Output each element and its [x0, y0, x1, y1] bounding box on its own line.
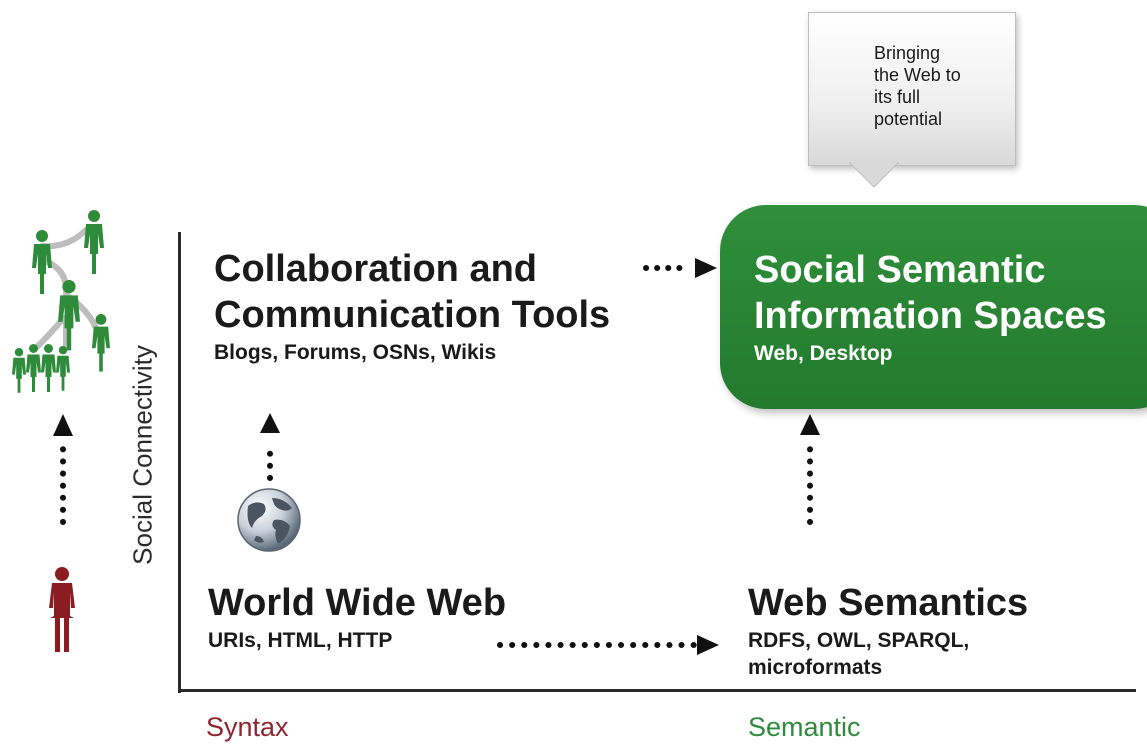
- arrow-collaboration-to-social-semantic: [643, 258, 717, 278]
- x-axis-label-semantic: Semantic: [748, 712, 861, 742]
- node-collaboration-tools: Collaboration and Communication Tools Bl…: [214, 246, 610, 366]
- people-network-icon: [12, 210, 110, 393]
- web-semantics-subtitle-line1: RDFS, OWL, SPARQL,: [748, 629, 970, 652]
- collaboration-title-line2: Communication Tools: [214, 294, 611, 336]
- web-semantics-subtitle-line2: microformats: [748, 656, 883, 679]
- x-axis-label-syntax: Syntax: [206, 712, 289, 742]
- web-semantics-title: Web Semantics: [748, 582, 1029, 624]
- callout-tail: [848, 161, 900, 188]
- arrow-www-to-web-semantics: [497, 635, 719, 655]
- callout-text: Bringing the Web to its full potential: [874, 43, 961, 129]
- node-web-semantics: Web Semantics RDFS, OWL, SPARQL, microfo…: [748, 580, 1028, 681]
- social-semantic-subtitle: Web, Desktop: [754, 342, 893, 365]
- person-icon: [49, 567, 75, 652]
- node-world-wide-web: World Wide Web URIs, HTML, HTTP: [208, 580, 506, 654]
- arrow-www-to-collaboration: [260, 413, 280, 481]
- globe-icon: [237, 488, 301, 552]
- y-axis-line: [178, 232, 181, 693]
- callout-bubble: [808, 12, 1016, 166]
- arrow-individual-to-network: [53, 414, 73, 525]
- collaboration-subtitle: Blogs, Forums, OSNs, Wikis: [214, 341, 497, 364]
- social-semantic-title-line1: Social Semantic: [754, 249, 1046, 291]
- arrow-web-semantics-to-social-semantic: [800, 414, 820, 525]
- www-title: World Wide Web: [208, 582, 507, 624]
- x-axis-line: [178, 689, 1136, 692]
- node-social-semantic-spaces: Social Semantic Information Spaces Web, …: [720, 205, 1147, 409]
- www-subtitle: URIs, HTML, HTTP: [208, 629, 393, 652]
- social-semantic-title-line2: Information Spaces: [754, 295, 1107, 337]
- collaboration-title-line1: Collaboration and: [214, 248, 537, 290]
